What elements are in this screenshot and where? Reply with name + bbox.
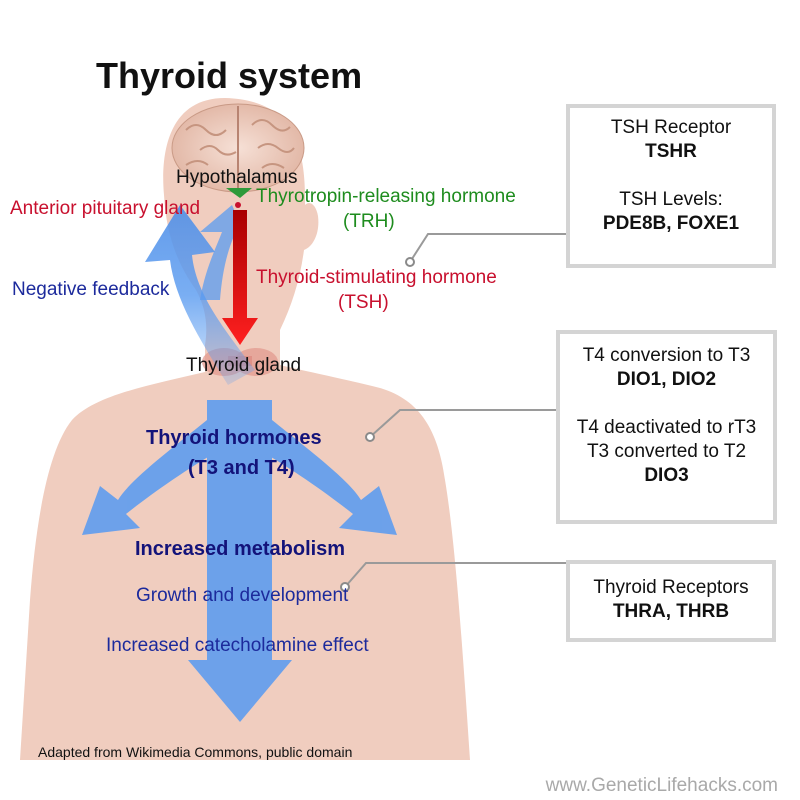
label-tsh: Thyroid-stimulating hormone: [256, 267, 497, 288]
t3-converted-gene: DIO3: [644, 465, 689, 486]
connector-lines: [344, 233, 568, 588]
label-hypothalamus: Hypothalamus: [176, 167, 298, 188]
label-trh: Thyrotropin-releasing hormone: [256, 186, 516, 207]
label-negative-feedback: Negative feedback: [12, 279, 170, 300]
t4-gene-box: T4 conversion to T3 DIO1, DIO2 T4 deacti…: [556, 330, 777, 524]
tsh-arrow: [222, 210, 258, 345]
connector-dots: [340, 257, 415, 592]
thyroid-receptors-genes: THRA, THRB: [612, 601, 730, 622]
tsh-levels-label: TSH Levels:: [619, 189, 723, 210]
t3-converted-label: T3 converted to T2: [586, 441, 747, 462]
label-catecholamine: Increased catecholamine effect: [106, 635, 369, 656]
label-thyroid-hormones: Thyroid hormones: [146, 427, 322, 449]
tsh-levels-genes: PDE8B, FOXE1: [602, 213, 740, 234]
label-tsh-abbrev: (TSH): [338, 292, 389, 313]
label-growth: Growth and development: [136, 585, 349, 606]
label-increased-metabolism: Increased metabolism: [135, 538, 346, 560]
label-thyroid-gland: Thyroid gland: [186, 355, 302, 376]
image-credit: Adapted from Wikimedia Commons, public d…: [38, 744, 353, 760]
hypothalamus-marker: [226, 188, 252, 198]
tsh-receptor-label: TSH Receptor: [610, 117, 732, 138]
brain-illustration: [171, 103, 305, 193]
pituitary-dot: [235, 202, 241, 208]
t4-deactivated-label: T4 deactivated to rT3: [576, 417, 757, 438]
thyroid-receptors-box: Thyroid Receptors THRA, THRB: [566, 560, 776, 642]
label-t3-t4: (T3 and T4): [188, 457, 295, 479]
thyroid-receptors-label: Thyroid Receptors: [593, 577, 749, 598]
negative-feedback-arrow: [145, 205, 255, 385]
t4-conversion-label: T4 conversion to T3: [582, 345, 751, 366]
label-trh-abbrev: (TRH): [343, 211, 395, 232]
t4-conversion-genes: DIO1, DIO2: [616, 369, 717, 390]
page-title: Thyroid system: [96, 55, 363, 96]
label-anterior-pituitary: Anterior pituitary gland: [10, 198, 201, 219]
tsh-receptor-gene: TSHR: [645, 141, 697, 162]
thyroid-hormones-arrows: [82, 400, 397, 722]
tsh-gene-box: TSH Receptor TSHR TSH Levels: PDE8B, FOX…: [566, 104, 776, 268]
website-link[interactable]: www.GeneticLifehacks.com: [545, 775, 778, 796]
